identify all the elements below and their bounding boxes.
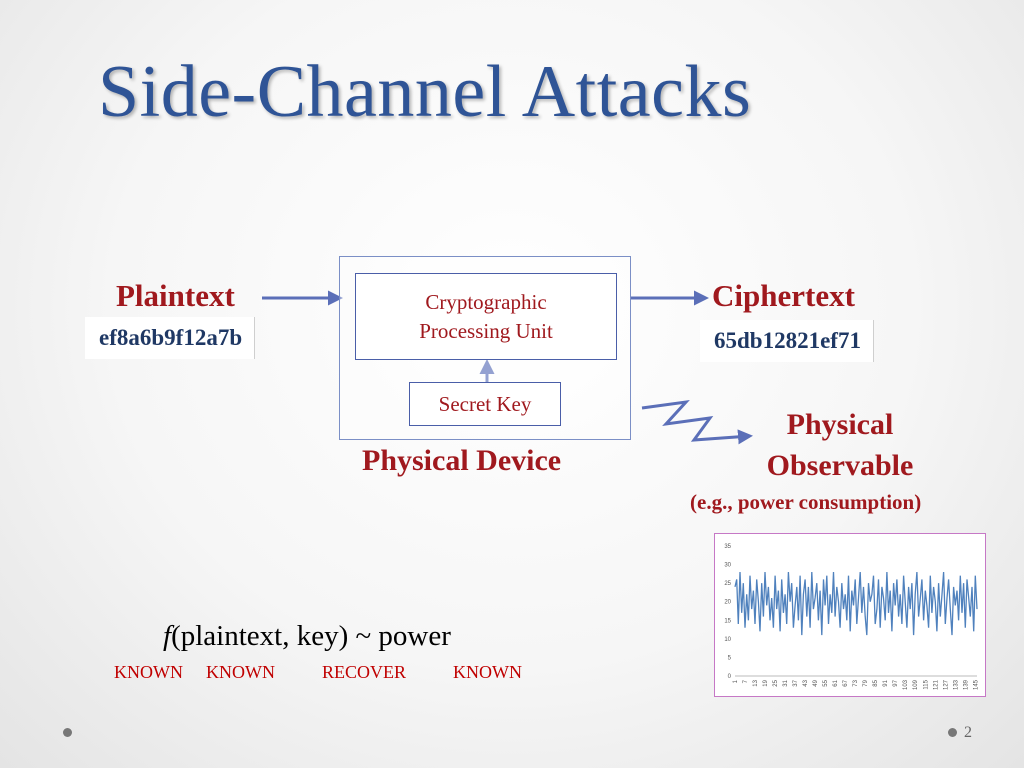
formula: f(plaintext, key) ~ power (163, 620, 451, 653)
leakage-zigzag (641, 399, 753, 445)
x-tick-label: 97 (893, 679, 899, 686)
x-tick-label: 91 (883, 679, 889, 686)
observable-note: (e.g., power consumption) (690, 490, 922, 514)
x-tick-label: 55 (823, 679, 829, 686)
formula-label-power: KNOWN (453, 662, 522, 682)
formula-label-plaintext: KNOWN (206, 662, 275, 682)
x-tick-label: 103 (903, 679, 909, 690)
x-tick-label: 139 (963, 679, 969, 690)
x-tick-label: 7 (743, 679, 749, 683)
crypto-unit-line2: Processing Unit (419, 318, 553, 343)
plaintext-label: Plaintext (116, 278, 235, 313)
crypto-unit-box: Cryptographic Processing Unit (355, 273, 617, 360)
ciphertext-value: 65db12821ef71 (700, 320, 874, 362)
y-tick-label: 10 (724, 637, 731, 643)
y-tick-label: 0 (728, 674, 732, 680)
x-tick-label: 19 (763, 679, 769, 686)
footer-dot-left (63, 728, 72, 737)
x-tick-label: 49 (813, 679, 819, 686)
plaintext-value: ef8a6b9f12a7b (85, 317, 256, 359)
y-tick-label: 15 (724, 618, 731, 624)
x-tick-label: 109 (913, 679, 919, 690)
observable-line1: Physical (786, 408, 894, 441)
footer-dot-right (948, 728, 957, 737)
page-number: 2 (964, 724, 972, 741)
formula-label-key: RECOVER (322, 662, 407, 682)
observable-line2: Observable (766, 449, 914, 482)
x-tick-label: 145 (973, 679, 979, 690)
x-tick-label: 73 (853, 679, 859, 686)
secret-key-box: Secret Key (409, 382, 561, 426)
ciphertext-label: Ciphertext (712, 278, 855, 313)
x-tick-label: 61 (833, 679, 839, 686)
x-tick-label: 127 (943, 679, 949, 690)
x-tick-label: 79 (863, 679, 869, 686)
power-trace-line (734, 571, 978, 636)
y-tick-label: 5 (728, 655, 732, 661)
y-tick-label: 20 (724, 600, 731, 606)
x-tick-label: 1 (733, 679, 739, 683)
x-tick-label: 85 (873, 679, 879, 686)
y-tick-label: 35 (724, 544, 731, 550)
physical-device-label: Physical Device (362, 444, 562, 477)
x-tick-label: 25 (773, 679, 779, 686)
formula-label-function: KNOWN (114, 662, 183, 682)
x-tick-label: 37 (793, 679, 799, 686)
x-tick-label: 43 (803, 679, 809, 686)
formula-function: f (163, 620, 172, 652)
x-tick-label: 133 (953, 679, 959, 690)
crypto-unit-line1: Cryptographic (425, 289, 547, 314)
y-tick-label: 30 (724, 563, 731, 569)
y-tick-label: 25 (724, 581, 731, 587)
x-tick-label: 121 (933, 679, 939, 690)
slide-title: Side-Channel Attacks (98, 51, 752, 133)
x-tick-label: 115 (923, 679, 929, 689)
x-tick-label: 31 (783, 679, 789, 686)
formula-args: (plaintext, key) ~ power (171, 620, 451, 652)
x-tick-label: 13 (753, 679, 759, 686)
secret-key-label: Secret Key (438, 391, 532, 416)
x-tick-label: 67 (843, 679, 849, 686)
